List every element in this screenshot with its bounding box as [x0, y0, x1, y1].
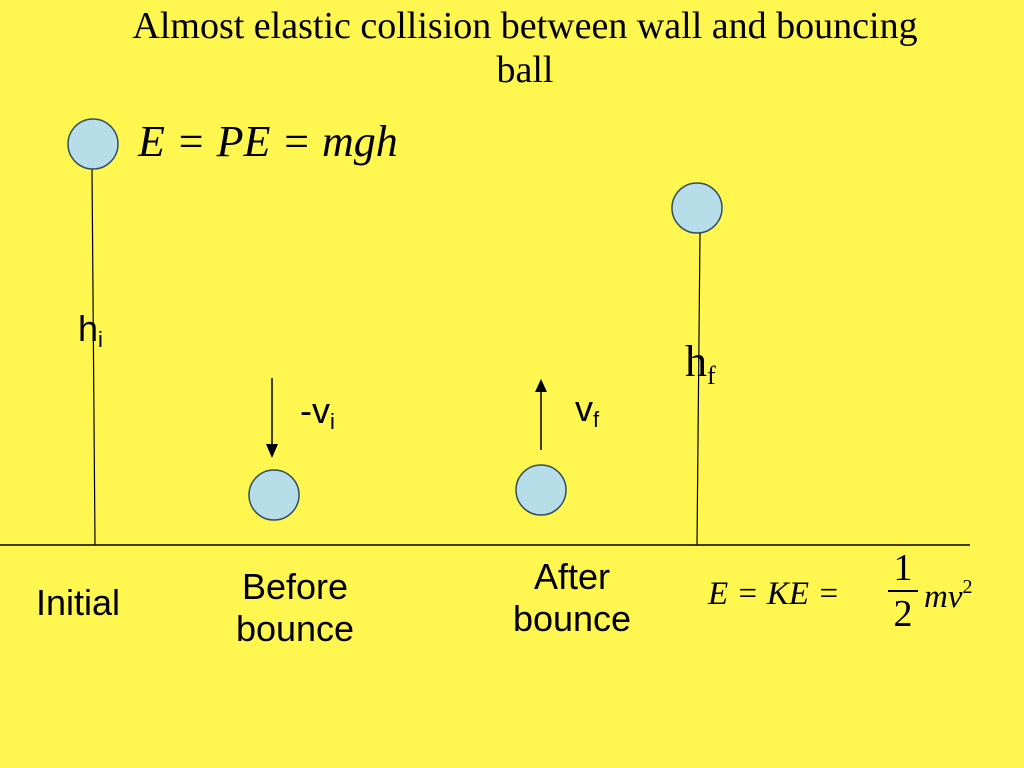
initial-height-line [91, 167, 96, 546]
fraction-denominator: 2 [893, 593, 913, 635]
initial-height-label: hi [78, 308, 103, 352]
stage-label-initial: Initial [35, 582, 121, 623]
velocity-up-arrowhead [535, 379, 547, 392]
final-height-label: hf [685, 337, 716, 390]
ball-initial [67, 118, 119, 170]
stage-label-before-bounce: Before bounce [235, 566, 355, 649]
initial-velocity-label: -vi [300, 390, 335, 434]
kinetic-energy-equation-rhs: mv2 [924, 576, 973, 615]
stage-label-after-bounce: After bounce [512, 556, 632, 639]
ball-before-bounce [248, 469, 300, 521]
ball-after-bounce [515, 464, 567, 516]
ball-final [671, 182, 723, 234]
velocity-down-arrowhead [266, 444, 278, 458]
kinetic-energy-equation-lhs: E = KE = [708, 576, 840, 612]
potential-energy-equation: E = PE = mgh [138, 117, 398, 166]
final-height-line [696, 231, 701, 546]
slide-title: Almost elastic collision between wall an… [132, 5, 918, 91]
fraction-numerator: 1 [888, 546, 918, 592]
kinetic-energy-fraction: 1 2 [888, 546, 918, 636]
final-velocity-label: vf [575, 388, 600, 432]
